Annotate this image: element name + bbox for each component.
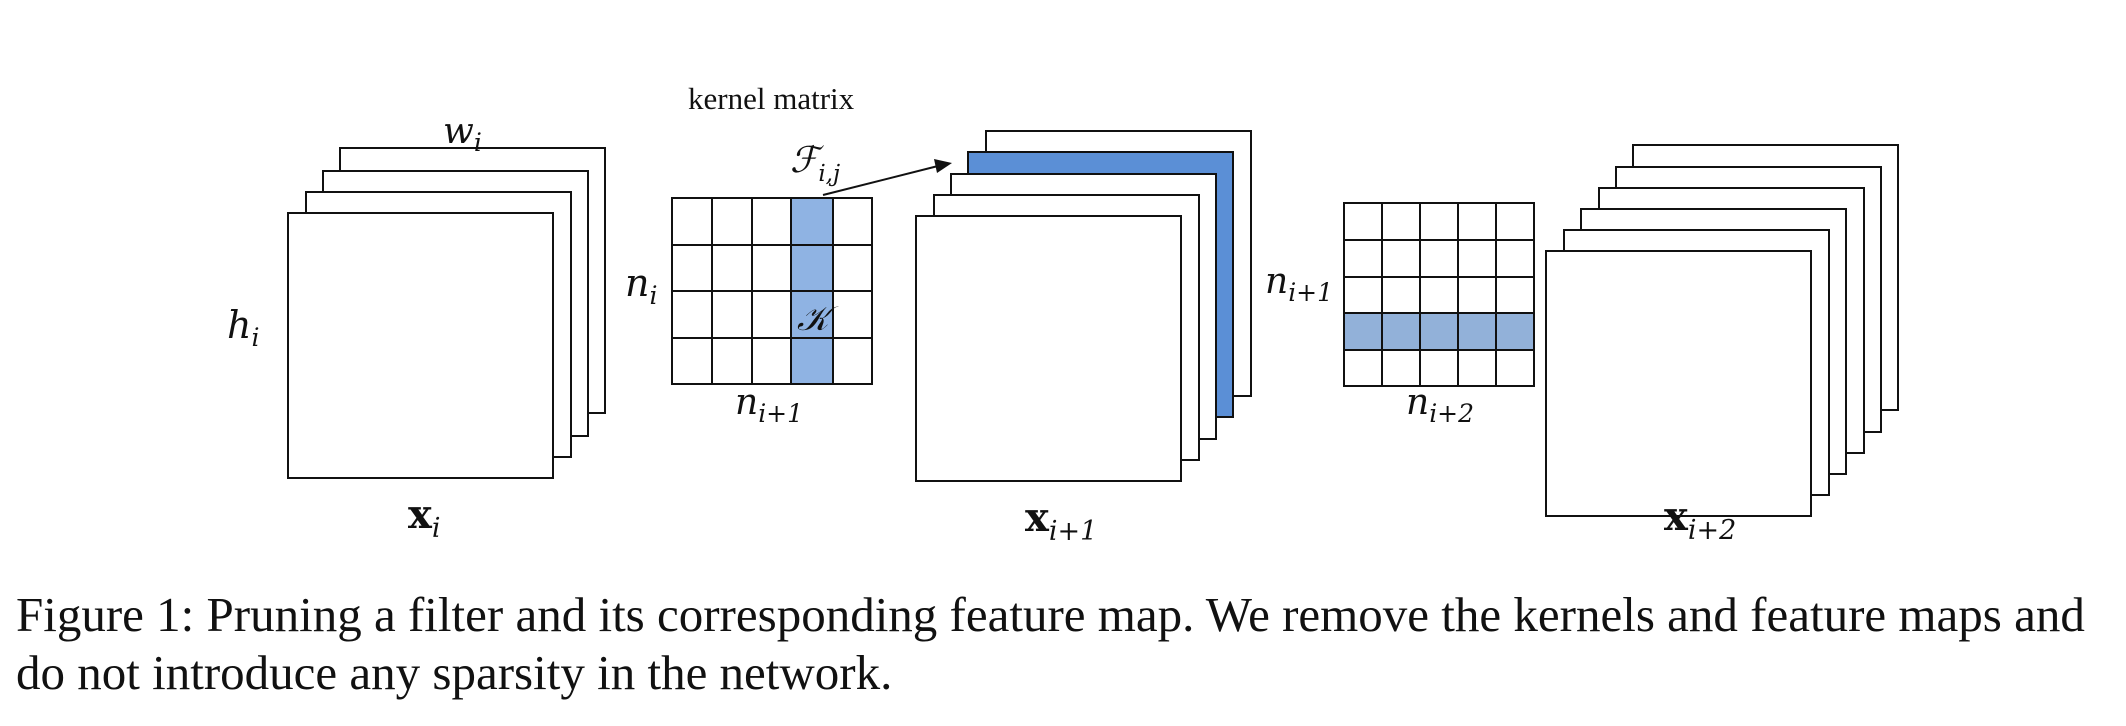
feature-map — [1545, 250, 1812, 517]
f-ij-label: ℱi,j — [790, 140, 840, 187]
x-i2-label: xi+2 — [1664, 493, 1736, 546]
n-i1-left-label: ni+1 — [1265, 261, 1333, 307]
feature-map-stack-xi2 — [1545, 144, 1899, 517]
n-i1-bottom-label: ni+1 — [735, 382, 803, 428]
kernel-matrix-label: kernel matrix — [688, 81, 855, 116]
x-i1-label: xi+1 — [1025, 494, 1097, 547]
n-i-label: ni — [625, 261, 657, 310]
feature-map-stack-xi — [287, 147, 606, 479]
feature-map — [287, 212, 554, 479]
feature-map — [915, 215, 1182, 482]
arrow — [822, 159, 952, 196]
kernel-matrix-2 — [1343, 202, 1535, 387]
feature-map-stack-xi1 — [915, 130, 1252, 482]
figure-caption: Figure 1: Pruning a filter and its corre… — [16, 587, 2085, 700]
w-i-label: wi — [443, 111, 482, 157]
n-i2-label: ni+2 — [1406, 382, 1474, 428]
pruned-kernel-row — [1344, 313, 1534, 350]
h-i-label: hi — [227, 303, 259, 352]
kernel-matrix-1 — [671, 197, 873, 385]
x-i-label: xi — [408, 491, 441, 544]
pruning-diagram: kernel matrix wi hi ℱi,j ni 𝒦 ni+1 ni+1 … — [227, 81, 1899, 547]
